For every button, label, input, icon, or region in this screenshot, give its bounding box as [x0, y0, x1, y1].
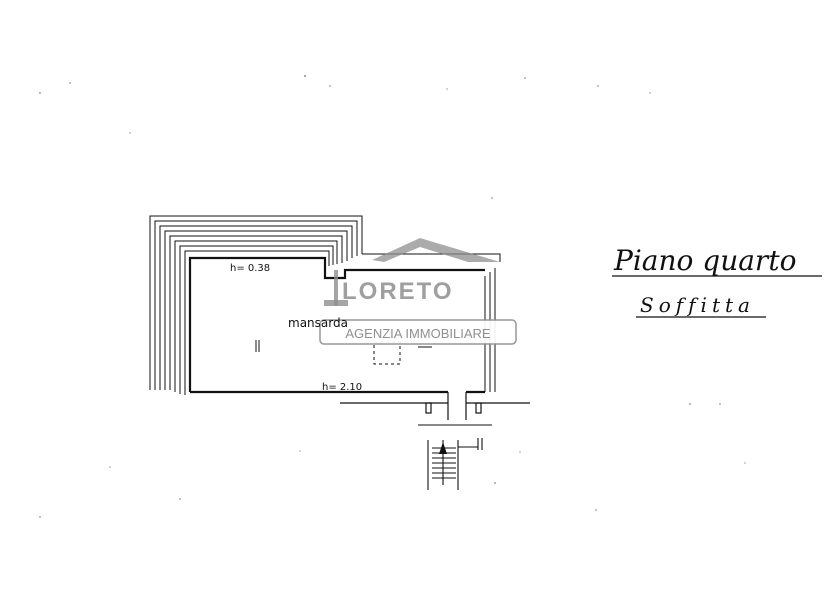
floor-title: Piano quarto — [613, 244, 796, 277]
watermark-logo — [319, 238, 517, 345]
floor-subtitle: Soffitta — [640, 293, 755, 317]
watermark-brand: LORETO — [342, 278, 454, 305]
roof-edge-lines — [149, 215, 363, 395]
scan-speckles — [39, 75, 746, 518]
height-low-label: h= 0.38 — [230, 263, 270, 274]
room-walls — [188, 256, 485, 394]
watermark-tagline: AGENZIA IMMOBILIARE — [345, 326, 491, 341]
roof-opening — [373, 341, 401, 365]
room-name-label: mansarda — [288, 316, 348, 330]
stair-direction-arrow — [439, 442, 447, 454]
height-high-label: h= 2.10 — [322, 382, 362, 393]
staircase — [418, 424, 492, 490]
room-marks — [255, 340, 432, 352]
floor-line — [340, 392, 530, 420]
